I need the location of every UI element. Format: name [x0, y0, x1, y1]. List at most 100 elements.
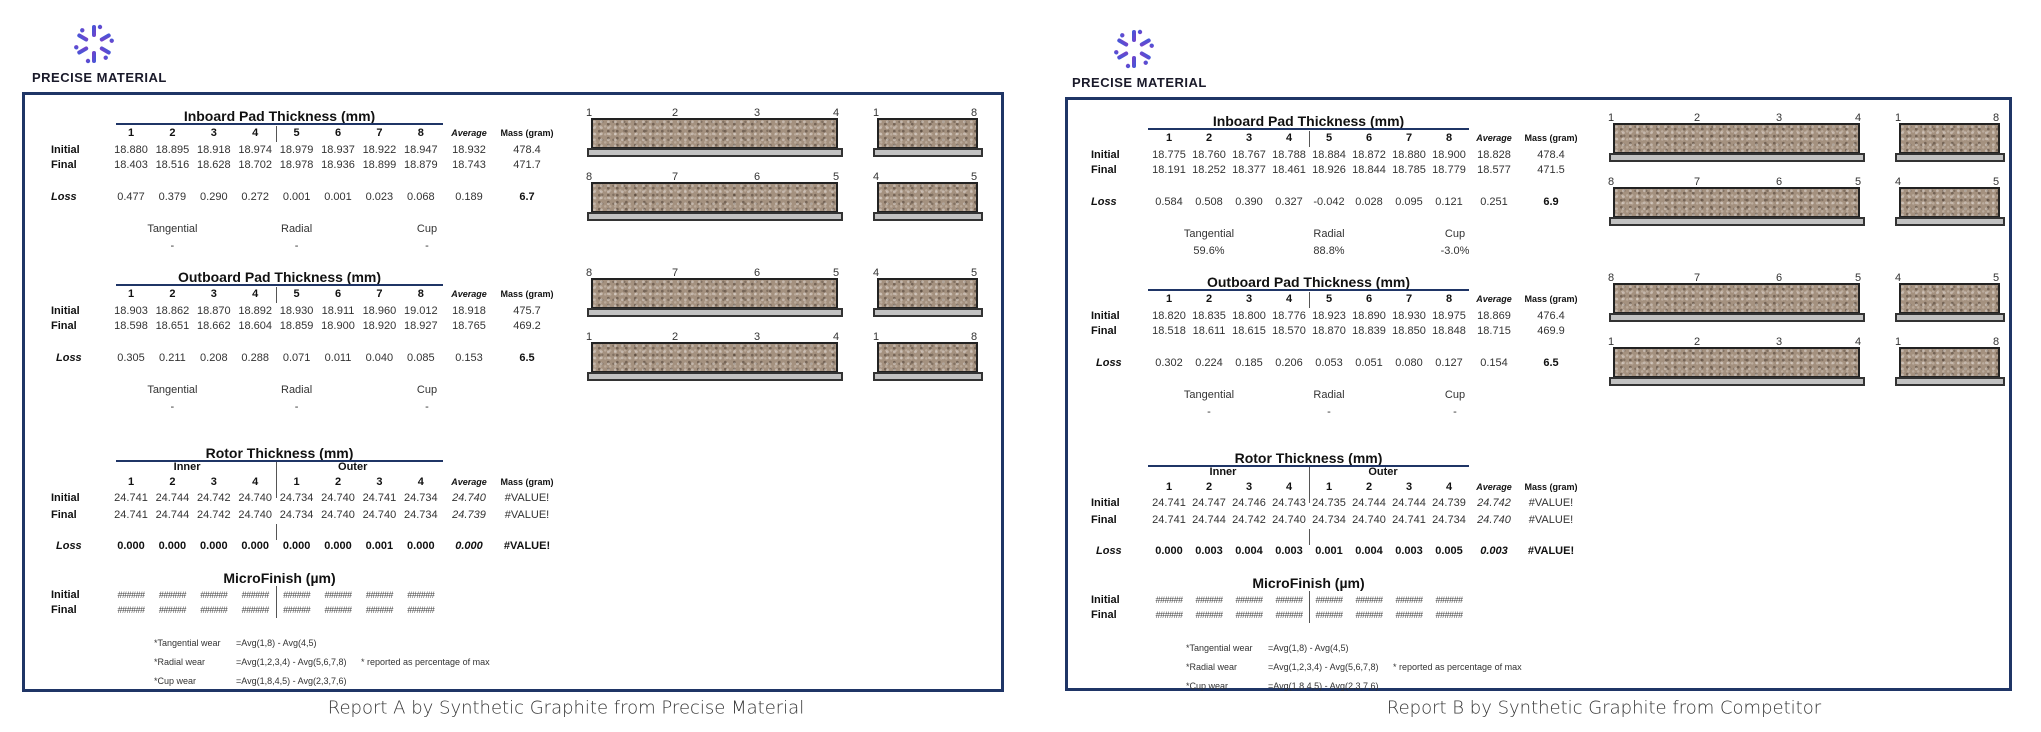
column-header: 5: [1325, 132, 1333, 144]
footnote-label: *Radial wear: [154, 657, 206, 667]
cell-value: 24.734: [403, 509, 438, 521]
measure-point-label: 2: [1693, 112, 1701, 124]
average-value: 18.743: [452, 159, 486, 171]
cell-value: 18.975: [1432, 310, 1466, 322]
footnote-label: *Radial wear: [1186, 662, 1238, 672]
cell-value: 18.918: [196, 144, 231, 156]
cell-value: 24.740: [321, 509, 355, 521]
row-label: Initial: [1091, 594, 1120, 606]
cell-value: 24.742: [1232, 514, 1266, 526]
cell-value: ######: [200, 605, 228, 615]
cell-value: 0.028: [1355, 196, 1383, 208]
cell-value: 0.224: [1195, 357, 1223, 369]
backing-plate: [587, 372, 843, 381]
cell-value: 18.788: [1272, 149, 1306, 161]
pad-diagram-short: [877, 342, 978, 373]
average-value: 18.932: [452, 144, 486, 156]
cell-value: ######: [1395, 595, 1423, 605]
wear-value: -: [170, 401, 175, 413]
pad-diagram-short: [1899, 187, 2000, 218]
cell-value: 18.903: [114, 305, 148, 317]
cell-value: 18.767: [1232, 149, 1266, 161]
cell-value: 24.741: [1152, 514, 1186, 526]
cell-value: 18.191: [1152, 164, 1186, 176]
cell-value: 0.305: [117, 352, 145, 364]
cell-value: 18.947: [403, 144, 438, 156]
cell-value: 24.743: [1272, 497, 1306, 509]
cell-value: 18.516: [155, 159, 190, 171]
cell-value: 18.862: [155, 305, 190, 317]
cell-value: 0.000: [241, 540, 269, 552]
mass-value: 476.4: [1537, 310, 1565, 322]
measure-point-label: 2: [671, 331, 679, 343]
column-header: 5: [1325, 293, 1333, 305]
cell-value: 18.890: [1352, 310, 1386, 322]
footnote-formula: =Avg(1,8,4,5) - Avg(2,3,7,6): [1268, 681, 1379, 691]
cell-value: 0.211: [159, 352, 186, 364]
mass-value: 478.4: [1537, 149, 1565, 161]
cell-value: ######: [1235, 610, 1263, 620]
footnote-label: *Cup wear: [154, 676, 197, 686]
cell-value: 0.000: [200, 540, 228, 552]
average-value: 0.153: [455, 352, 483, 364]
cell-value: 18.899: [362, 159, 397, 171]
cell-value: 0.051: [1355, 357, 1383, 369]
column-header: 7: [376, 127, 383, 139]
column-divider: [1309, 131, 1310, 147]
column-header: 8: [1445, 132, 1453, 144]
title-underline: [116, 123, 443, 125]
cell-value: ######: [1195, 610, 1223, 620]
column-header: 3: [1245, 481, 1253, 493]
average-value: 18.869: [1477, 310, 1511, 322]
inboard-table-title: Inboard Pad Thickness (mm): [1212, 113, 1405, 129]
wear-label: Tangential: [147, 384, 198, 396]
row-label: Loss: [56, 540, 82, 552]
cell-value: 18.518: [1152, 325, 1186, 337]
title-underline: [1148, 128, 1469, 130]
column-divider: [275, 586, 277, 618]
mass-value: #VALUE!: [504, 509, 550, 521]
footnote-note: * reported as percentage of max: [361, 657, 490, 667]
column-divider: [1309, 467, 1310, 503]
measure-point-label: 4: [872, 171, 880, 183]
row-label: Final: [51, 159, 77, 171]
measure-point-label: 5: [832, 267, 840, 279]
backing-plate: [1609, 313, 1865, 322]
column-header: 2: [169, 127, 176, 139]
cell-value: 0.327: [1275, 196, 1303, 208]
cell-value: 18.979: [279, 144, 314, 156]
column-divider: [275, 126, 277, 142]
cell-value: ######: [241, 605, 270, 615]
cell-value: 18.615: [1232, 325, 1266, 337]
measure-point-label: 1: [872, 107, 880, 119]
cell-value: 0.206: [1275, 357, 1303, 369]
average-header: Average: [451, 477, 487, 487]
cell-value: ######: [1155, 610, 1183, 620]
microfinish-title: MicroFinish (µm): [1252, 575, 1365, 591]
column-header: 2: [169, 288, 176, 300]
pad-diagram-short: [877, 182, 978, 213]
row-label: Loss: [56, 352, 82, 364]
column-header: 8: [417, 288, 424, 300]
average-header: Average: [451, 128, 487, 138]
cell-value: 18.926: [1312, 164, 1346, 176]
cell-value: 18.839: [1352, 325, 1386, 337]
column-header: 4: [252, 476, 259, 488]
mass-header: Mass (gram): [1524, 294, 1578, 304]
measure-point-label: 1: [585, 331, 593, 343]
mass-value: 478.4: [513, 144, 541, 156]
cell-value: 18.252: [1192, 164, 1226, 176]
cell-value: 18.884: [1312, 149, 1346, 161]
pad-diagram-short: [1899, 347, 2000, 378]
average-value: 18.577: [1477, 164, 1511, 176]
cell-value: ######: [117, 590, 145, 600]
wear-value: -: [294, 240, 299, 252]
cell-value: 24.740: [362, 509, 397, 521]
backing-plate: [873, 308, 983, 317]
cell-value: ######: [1435, 595, 1463, 605]
row-label: Final: [51, 509, 77, 521]
cell-value: 18.870: [1312, 325, 1346, 337]
measure-point-label: 3: [1775, 336, 1783, 348]
cell-value: 0.379: [158, 191, 187, 203]
